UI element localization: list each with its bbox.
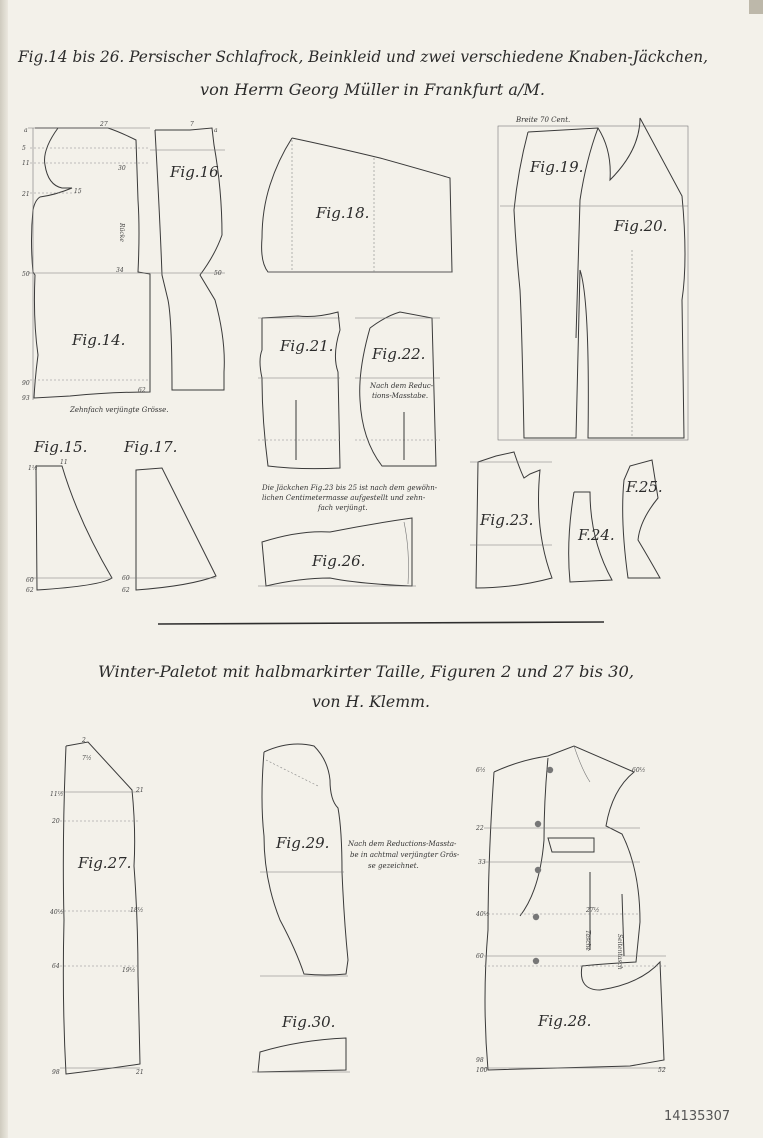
seitentasche-label: Seitentasch bbox=[616, 934, 623, 970]
fig16-pattern bbox=[150, 127, 225, 391]
lbl: 20 bbox=[51, 818, 60, 825]
lbl: 33 bbox=[478, 859, 486, 866]
fig26-label: Fig.26. bbox=[311, 552, 365, 570]
fig27-label: Fig.27. bbox=[77, 854, 131, 872]
lbl: 60½ bbox=[632, 767, 646, 774]
fig16-label: Fig.16. bbox=[169, 163, 223, 181]
lbl: 62 bbox=[138, 387, 146, 394]
fig15-label: Fig.15. bbox=[33, 438, 87, 456]
lbl: 90 bbox=[22, 380, 30, 387]
lbl: 34 bbox=[116, 267, 124, 274]
fig18-pattern bbox=[261, 137, 453, 273]
lbl: 27½ bbox=[585, 907, 600, 914]
rueck-label: Rücke bbox=[118, 222, 125, 242]
lbl: 50 bbox=[22, 271, 30, 278]
lbl: 11 bbox=[60, 459, 68, 466]
lbl: 27 bbox=[99, 121, 108, 128]
breite-label: Breite 70 Cent. bbox=[515, 116, 570, 124]
fig15-pattern bbox=[30, 465, 113, 591]
reduc-note-b: tions-Masstabe. bbox=[372, 392, 428, 400]
lbl: 98 bbox=[52, 1069, 60, 1076]
taschen-label: Tasche bbox=[584, 930, 591, 951]
boys-note-a: Die Jäckchen Fig.23 bis 25 ist nach dem … bbox=[261, 484, 438, 492]
lbl: 40½ bbox=[49, 909, 64, 916]
heading-line-1: Fig.14 bis 26. Persischer Schlafrock, Be… bbox=[17, 48, 708, 66]
fig14-pattern: Rücke bbox=[28, 127, 151, 400]
fig21-pattern bbox=[258, 311, 341, 470]
fig26-pattern bbox=[258, 517, 416, 587]
reduc-note-a: Nach dem Reduc- bbox=[369, 382, 434, 390]
lbl: 40½ bbox=[475, 911, 490, 918]
fig28-label: Fig.28. bbox=[537, 1012, 591, 1030]
lbl: 18½ bbox=[130, 907, 144, 914]
lbl: 30 bbox=[118, 165, 126, 172]
fig19-label: Fig.19. bbox=[529, 158, 583, 176]
lbl: 5 bbox=[22, 145, 26, 152]
fig20-label: Fig.20. bbox=[613, 217, 667, 235]
fig18-label: Fig.18. bbox=[315, 204, 369, 222]
section-divider bbox=[157, 621, 605, 625]
lbl: 11 bbox=[22, 160, 30, 167]
fig28-pattern bbox=[480, 745, 666, 1071]
fig29-label: Fig.29. bbox=[275, 834, 329, 852]
inventory-stamp: 14135307 bbox=[664, 1109, 730, 1124]
lbl: 21 bbox=[135, 1069, 144, 1076]
lbl: 64 bbox=[52, 963, 60, 970]
lbl: 100 bbox=[476, 1067, 488, 1074]
fig21-label: Fig.21. bbox=[279, 337, 333, 355]
lbl: 15 bbox=[74, 188, 82, 195]
lbl: a bbox=[24, 127, 28, 134]
heading-line-4: von H. Klemm. bbox=[312, 693, 430, 711]
fig30-label: Fig.30. bbox=[281, 1013, 335, 1031]
lbl: 2 bbox=[81, 737, 86, 744]
lbl: 7 bbox=[190, 121, 194, 128]
heading-line-2: von Herrn Georg Müller in Frankfurt a/M. bbox=[200, 81, 545, 99]
lbl: a bbox=[214, 127, 218, 134]
lbl: 62 bbox=[122, 587, 130, 594]
lbl: 22 bbox=[475, 825, 484, 832]
lbl: 11½ bbox=[50, 791, 64, 798]
fig30-pattern bbox=[252, 1037, 350, 1073]
fig22-label: Fig.22. bbox=[371, 345, 425, 363]
fig14-label: Fig.14. bbox=[71, 331, 125, 349]
fig19-20-pattern bbox=[497, 117, 689, 441]
fig29-pattern bbox=[260, 743, 349, 977]
boys-note-b: lichen Centimetermasse aufgestellt und z… bbox=[262, 494, 426, 502]
lbl: 50 bbox=[214, 270, 222, 277]
note-reduced: Zehnfach verjüngte Grösse. bbox=[69, 406, 168, 414]
fig25-label: F.25. bbox=[625, 478, 663, 496]
lbl: 60 bbox=[26, 577, 34, 584]
klemm-note-a: Nach dem Reductions-Massta- bbox=[347, 840, 457, 848]
fig27-pattern bbox=[60, 741, 141, 1075]
fig17-label: Fig.17. bbox=[123, 438, 177, 456]
boys-note-c: fach verjüngt. bbox=[317, 504, 368, 512]
klemm-note-b: be in achtmal verjüngter Grös- bbox=[350, 851, 460, 859]
lbl: 98 bbox=[476, 1057, 484, 1064]
lbl: 19½ bbox=[122, 967, 136, 974]
fig24-label: F.24. bbox=[577, 526, 615, 544]
lbl: 93 bbox=[22, 395, 30, 402]
fig23-pattern bbox=[470, 451, 553, 589]
lbl: 6½ bbox=[476, 767, 486, 774]
page-edge bbox=[0, 0, 8, 1138]
lbl: 62 bbox=[26, 587, 34, 594]
lbl: 52 bbox=[658, 1067, 666, 1074]
page-corner bbox=[749, 0, 763, 14]
fig22-pattern bbox=[355, 311, 440, 467]
lbl: 1½ bbox=[28, 465, 38, 472]
klemm-note-c: se gezeichnet. bbox=[368, 862, 419, 870]
fig25-pattern bbox=[622, 459, 661, 579]
lbl: 60 bbox=[476, 953, 484, 960]
fig17-pattern bbox=[128, 467, 217, 591]
heading-line-3: Winter-Paletot mit halbmarkirter Taille,… bbox=[98, 663, 634, 681]
fig24-pattern bbox=[568, 491, 613, 583]
lbl: 7½ bbox=[82, 755, 92, 762]
lbl: 60 bbox=[122, 575, 130, 582]
lbl: 21 bbox=[135, 787, 144, 794]
fig23-label: Fig.23. bbox=[479, 511, 533, 529]
lbl: 21 bbox=[21, 191, 30, 198]
